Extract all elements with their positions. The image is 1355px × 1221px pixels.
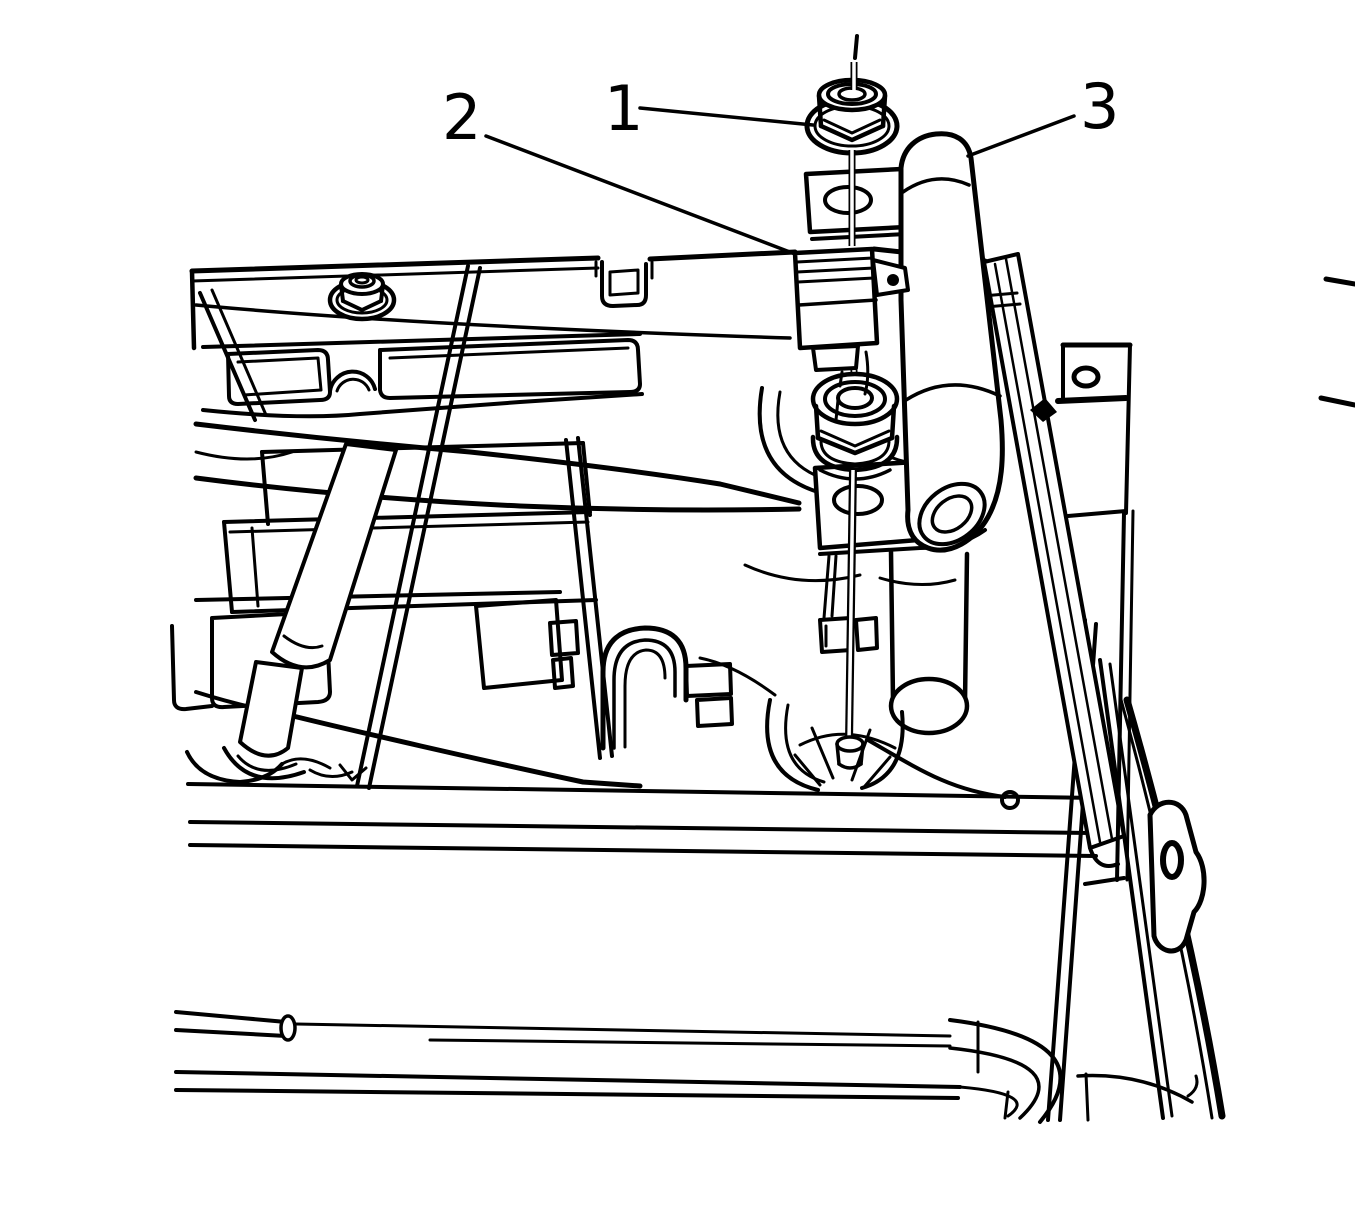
mid-flange-nut <box>810 351 900 770</box>
upper-pocket-band <box>201 332 644 419</box>
support-tube <box>898 131 1005 553</box>
top-bracket-hole <box>823 185 873 215</box>
callout-3-label: 3 <box>1080 70 1119 143</box>
connector-wire-2 <box>838 370 844 388</box>
wiring-connector <box>792 246 910 422</box>
lower-pocket-band <box>170 590 564 712</box>
connector-wire-1 <box>863 350 870 396</box>
edge-stub-1 <box>1323 276 1355 287</box>
stud-dash <box>853 34 859 60</box>
frame-clip <box>594 260 654 308</box>
callout-2-leader <box>484 134 797 256</box>
callouts: 2 1 3 <box>442 70 1119 256</box>
edge-stub-2 <box>1318 395 1355 408</box>
rod-upper <box>270 442 398 670</box>
connector-wire-3 <box>834 398 840 422</box>
frame-hole <box>1000 790 1020 810</box>
anchor-slot <box>1160 840 1184 880</box>
mid-bracket-hole <box>832 484 884 516</box>
connector-foot <box>811 344 860 372</box>
top-mount-bracket <box>803 166 909 241</box>
frame-left-edge <box>189 268 197 351</box>
connector-rivet <box>887 274 899 286</box>
callout-2-label: 2 <box>442 81 481 154</box>
right-bracket-plate <box>1030 276 1355 886</box>
rail-bolt <box>1030 398 1057 422</box>
rod-lower <box>238 660 304 758</box>
diagonal-rails <box>198 264 614 790</box>
stud-boss <box>765 698 905 792</box>
callout-1-label: 1 <box>604 72 643 145</box>
lower-tube-section <box>888 549 970 736</box>
frame-rods <box>222 442 398 781</box>
bottom-rod-and-rails <box>174 1010 1063 1124</box>
callout-3-leader <box>966 114 1076 158</box>
left-flange-nut <box>327 272 397 322</box>
anchor-bracket-right <box>1147 799 1207 954</box>
plate-hole <box>1071 365 1101 389</box>
seat-frame <box>170 246 1100 1124</box>
arch-channel <box>548 619 734 751</box>
top-flange-nut <box>804 34 900 246</box>
stud-foot <box>835 735 865 770</box>
connector-body <box>792 246 880 351</box>
cross-member-bar <box>193 421 802 513</box>
frame-top-edge <box>189 255 601 274</box>
callout-1-leader <box>638 106 815 127</box>
